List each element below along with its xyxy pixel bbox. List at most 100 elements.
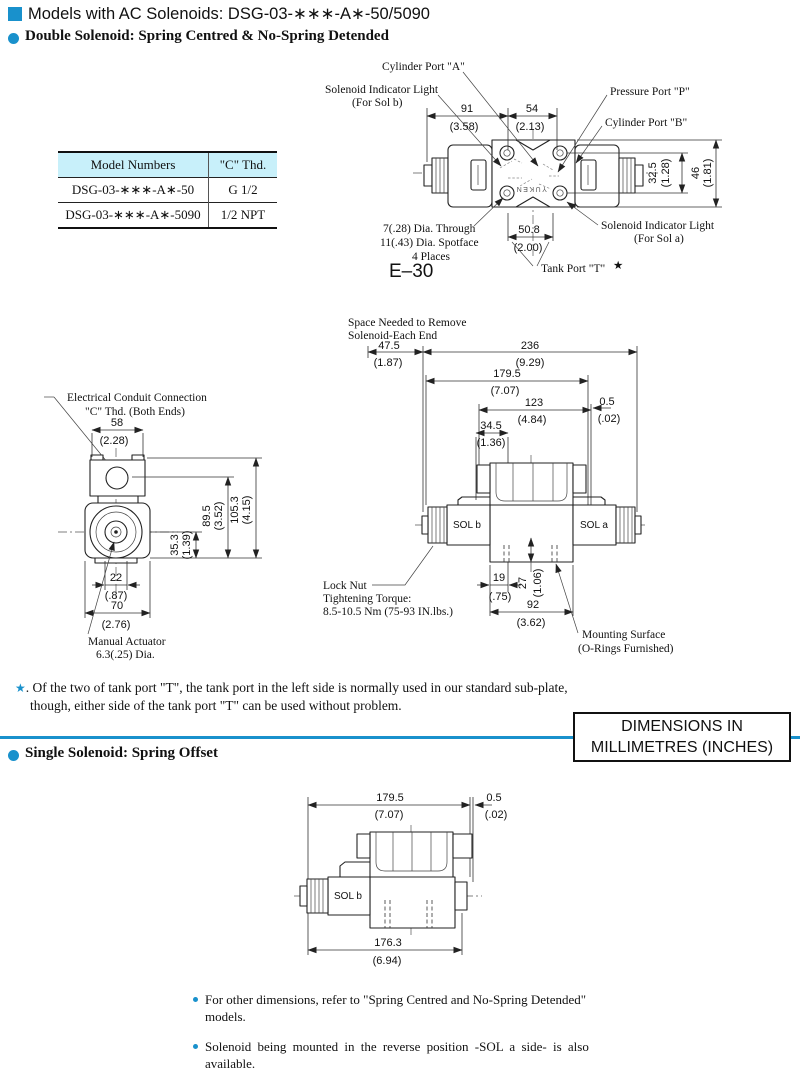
svg-text:54: 54 xyxy=(526,103,538,115)
label-lock-nut: Lock Nut Tightening Torque: 8.5-10.5 Nm … xyxy=(323,545,453,618)
label-cylinder-port-b: Cylinder Port "B" xyxy=(575,117,687,164)
label-pressure-port-p: Pressure Port "P" xyxy=(557,86,690,173)
bolt-hole xyxy=(499,145,515,161)
svg-text:179.5: 179.5 xyxy=(493,368,521,380)
svg-text:22: 22 xyxy=(110,572,122,584)
solenoid-a-front xyxy=(572,504,617,546)
double-solenoid-front-view-drawing: Space Needed to Remove Solenoid-Each End… xyxy=(323,317,674,655)
section-divider-line xyxy=(0,736,800,739)
footnote-star-icon: ★ xyxy=(15,681,26,695)
model-numbers-table: Model Numbers "C" Thd. DSG-03-∗∗∗-A∗-50 … xyxy=(58,151,277,229)
solenoid-b-front xyxy=(446,504,491,546)
section-square-marker xyxy=(8,7,22,21)
model-number-cell: DSG-03-∗∗∗-A∗-50 xyxy=(58,177,209,203)
table-header-thread: "C" Thd. xyxy=(219,157,267,172)
dimension-70: 70 (2.76) xyxy=(84,561,151,631)
svg-text:0.5: 0.5 xyxy=(599,396,614,408)
label-removal-space: Space Needed to Remove Solenoid-Each End xyxy=(348,317,466,342)
svg-text:(2.76): (2.76) xyxy=(102,619,131,631)
svg-text:(3.62): (3.62) xyxy=(517,617,546,629)
svg-text:34.5: 34.5 xyxy=(480,420,501,432)
label-indicator-light-b: Solenoid Indicator Light (For Sol b) xyxy=(325,84,502,167)
label-indicator-light-a: Solenoid Indicator Light (For Sol a) xyxy=(566,201,715,245)
svg-text:(9.29): (9.29) xyxy=(516,357,545,369)
svg-text:32.5: 32.5 xyxy=(647,162,659,183)
svg-text:0.5: 0.5 xyxy=(486,792,501,804)
bolt-hole xyxy=(552,145,568,161)
label-mounting-holes: 7(.28) Dia. Through 11(.43) Dia. Spotfac… xyxy=(380,197,504,263)
coil-cover-block xyxy=(489,462,574,506)
svg-text:92: 92 xyxy=(527,599,539,611)
svg-text:89.5: 89.5 xyxy=(201,505,213,526)
bullet-dot xyxy=(193,1044,198,1049)
svg-text:(O-Rings Furnished): (O-Rings Furnished) xyxy=(578,643,674,655)
svg-text:50.8: 50.8 xyxy=(518,224,539,236)
bullet-dot xyxy=(8,33,19,44)
lock-nut-single xyxy=(306,878,329,914)
label-mounting-surface: Mounting Surface (O-Rings Furnished) xyxy=(555,563,674,655)
dimension-right-stack: 35.3 (1.39) 89.5 (3.52) 105.3 (4.15) xyxy=(132,457,262,560)
svg-text:Cylinder Port "B": Cylinder Port "B" xyxy=(605,117,687,129)
svg-text:(For Sol a): (For Sol a) xyxy=(634,233,684,245)
page-title: Models with AC Solenoids: DSG-03-∗∗∗-A∗-… xyxy=(28,5,430,23)
table-row: DSG-03-∗∗∗-A∗-50 G 1/2 xyxy=(58,177,277,203)
dimensions-units-line2: MILLIMETRES (INCHES) xyxy=(590,739,774,756)
bullet-dot xyxy=(8,750,19,761)
end-stub-left xyxy=(423,164,433,187)
sol-b-label: SOL b xyxy=(453,520,481,531)
svg-text:70: 70 xyxy=(111,600,123,612)
footnote-line2: though, either side of the tank port "T"… xyxy=(30,698,402,713)
coil-cover-block-single xyxy=(369,831,454,878)
svg-text:(1.39): (1.39) xyxy=(181,531,193,560)
svg-text:(.02): (.02) xyxy=(598,413,621,425)
svg-text:Mounting Surface: Mounting Surface xyxy=(582,629,665,641)
dimension-32-5-46: 32.5 (1.28) 46 (1.81) xyxy=(567,139,722,208)
svg-text:58: 58 xyxy=(111,417,123,429)
valve-top-view: YUKEN xyxy=(413,130,658,256)
tank-port-footnote: ★. Of the two of tank port "T", the tank… xyxy=(15,679,568,715)
end-view-drawing: Electrical Conduit Connection "C" Thd. (… xyxy=(44,392,262,661)
table-row: DSG-03-∗∗∗-A∗-5090 1/2 NPT xyxy=(58,202,277,228)
sol-a-label: SOL a xyxy=(580,520,608,531)
svg-text:46: 46 xyxy=(690,167,702,179)
dimensions-units-box: DIMENSIONS IN MILLIMETRES (INCHES) xyxy=(573,712,791,762)
svg-text:Tightening Torque:: Tightening Torque: xyxy=(323,593,411,605)
sol-b-label-single: SOL b xyxy=(334,891,362,902)
dimension-179-5: 179.5 (7.07) xyxy=(425,368,589,540)
svg-text:(3.52): (3.52) xyxy=(213,502,225,531)
svg-text:Solenoid Indicator Light: Solenoid Indicator Light xyxy=(601,220,715,232)
bullet-dot xyxy=(193,997,198,1002)
label-conduit-connection: Electrical Conduit Connection "C" Thd. (… xyxy=(44,392,207,469)
dimension-176-3: 176.3 (6.94) xyxy=(307,913,463,967)
solenoid-b-single xyxy=(327,876,371,916)
svg-text:Solenoid-Each End: Solenoid-Each End xyxy=(348,330,437,342)
valve-body-front xyxy=(489,504,574,563)
svg-text:123: 123 xyxy=(525,397,543,409)
dimension-92: 92 (3.62) xyxy=(489,565,574,629)
svg-text:(3.58): (3.58) xyxy=(450,121,479,133)
svg-text:7(.28) Dia. Through: 7(.28) Dia. Through xyxy=(383,223,476,235)
svg-text:Pressure Port "P": Pressure Port "P" xyxy=(610,86,690,98)
single-valve-figure: SOL b xyxy=(294,825,482,935)
svg-text:27: 27 xyxy=(517,577,529,589)
dimension-19: 19 (.75) xyxy=(477,565,521,616)
svg-text:(4.15): (4.15) xyxy=(241,496,253,525)
svg-text:(7.07): (7.07) xyxy=(375,809,404,821)
svg-text:236: 236 xyxy=(521,340,539,352)
svg-text:Electrical Conduit Connection: Electrical Conduit Connection xyxy=(67,392,207,404)
single-solenoid-drawing: 179.5 (7.07) 0.5 (.02) SOL b xyxy=(294,792,507,967)
valve-body-single xyxy=(369,876,456,929)
svg-text:Solenoid Indicator Light: Solenoid Indicator Light xyxy=(325,84,439,96)
conduit-hole xyxy=(105,466,129,490)
svg-text:(6.94): (6.94) xyxy=(373,955,402,967)
page-ref-e30: E–30 xyxy=(389,261,433,282)
label-tank-port: Tank Port "T" ★ xyxy=(511,241,623,275)
svg-text:11(.43) Dia. Spotface: 11(.43) Dia. Spotface xyxy=(380,237,479,249)
footnote-line1: . Of the two of tank port "T", the tank … xyxy=(25,680,568,695)
svg-text:"C" Thd. (Both Ends): "C" Thd. (Both Ends) xyxy=(85,406,185,418)
tank-port-star-icon: ★ xyxy=(613,260,623,272)
svg-text:19: 19 xyxy=(493,572,505,584)
svg-text:(2.00): (2.00) xyxy=(514,242,543,254)
note-reverse-mounting: Solenoid being mounted in the reverse po… xyxy=(193,1038,589,1072)
svg-text:4 Places: 4 Places xyxy=(412,251,451,263)
